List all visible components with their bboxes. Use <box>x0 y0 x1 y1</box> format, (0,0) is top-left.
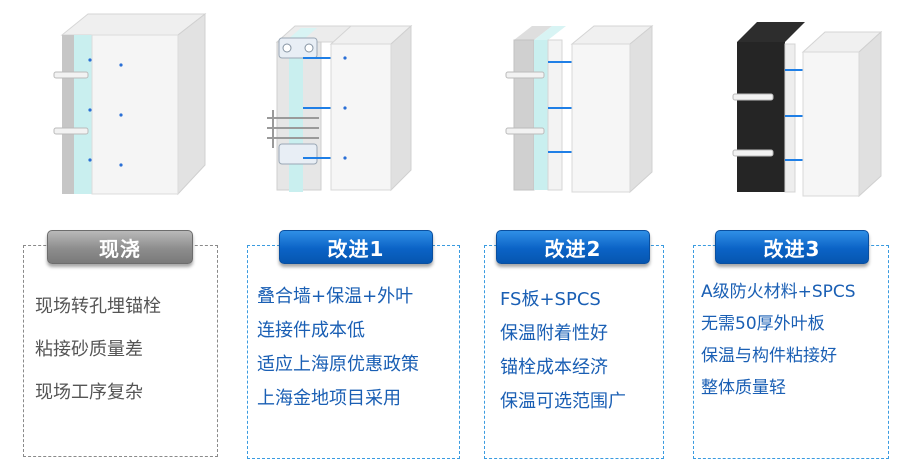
panel-improvement-1: 改进1 叠合墙+保温+外叶 连接件成本低 适应上海原优惠政策 上海金地项目采用 <box>227 0 460 474</box>
list-item: 锚栓成本经济 <box>500 357 608 378</box>
panel-improvement-3: 改进3 A级防火材料+SPCS 无需50厚外叶板 保温与构件粘接好 整体质量轻 <box>681 0 908 474</box>
panel-items-improvement-2: FS板+SPCS 保温附着性好 锚栓成本经济 保温可选范围广 <box>500 283 626 419</box>
list-item: 保温可选范围广 <box>500 391 626 412</box>
list-item: 无需50厚外叶板 <box>701 314 825 334</box>
panel-items-cast-in-place: 现场转孔埋锚栓 粘接砂质量差 现场工序复杂 <box>35 285 161 414</box>
list-item: 保温与构件粘接好 <box>701 346 837 366</box>
list-item: 适应上海原优惠政策 <box>257 354 419 375</box>
wall-illustration-improvement-2 <box>505 24 654 194</box>
list-item: 连接件成本低 <box>257 320 365 341</box>
wall-illustration-cast-in-place <box>53 12 207 196</box>
list-item: 保温附着性好 <box>500 323 608 344</box>
panel-items-improvement-3: A级防火材料+SPCS 无需50厚外叶板 保温与构件粘接好 整体质量轻 <box>701 276 856 404</box>
wall-illustration-improvement-1 <box>267 24 413 192</box>
list-item: 整体质量轻 <box>701 378 786 398</box>
panel-title-improvement-3: 改进3 <box>715 230 869 264</box>
panel-title-improvement-2: 改进2 <box>496 230 650 264</box>
list-item: 现场工序复杂 <box>35 382 143 403</box>
list-item: A级防火材料+SPCS <box>701 282 856 302</box>
list-item: FS板+SPCS <box>500 289 601 310</box>
wall-illustration-improvement-3 <box>732 22 883 198</box>
panel-items-improvement-1: 叠合墙+保温+外叶 连接件成本低 适应上海原优惠政策 上海金地项目采用 <box>257 280 419 416</box>
panel-title-improvement-1: 改进1 <box>279 230 433 264</box>
list-item: 现场转孔埋锚栓 <box>35 296 161 317</box>
list-item: 叠合墙+保温+外叶 <box>257 286 414 307</box>
panel-improvement-2: 改进2 FS板+SPCS 保温附着性好 锚栓成本经济 保温可选范围广 <box>454 0 681 474</box>
panel-title-cast-in-place: 现浇 <box>47 230 193 264</box>
list-item: 上海金地项目采用 <box>257 388 401 409</box>
panel-cast-in-place: 现浇 现场转孔埋锚栓 粘接砂质量差 现场工序复杂 <box>0 0 227 474</box>
list-item: 粘接砂质量差 <box>35 339 143 360</box>
